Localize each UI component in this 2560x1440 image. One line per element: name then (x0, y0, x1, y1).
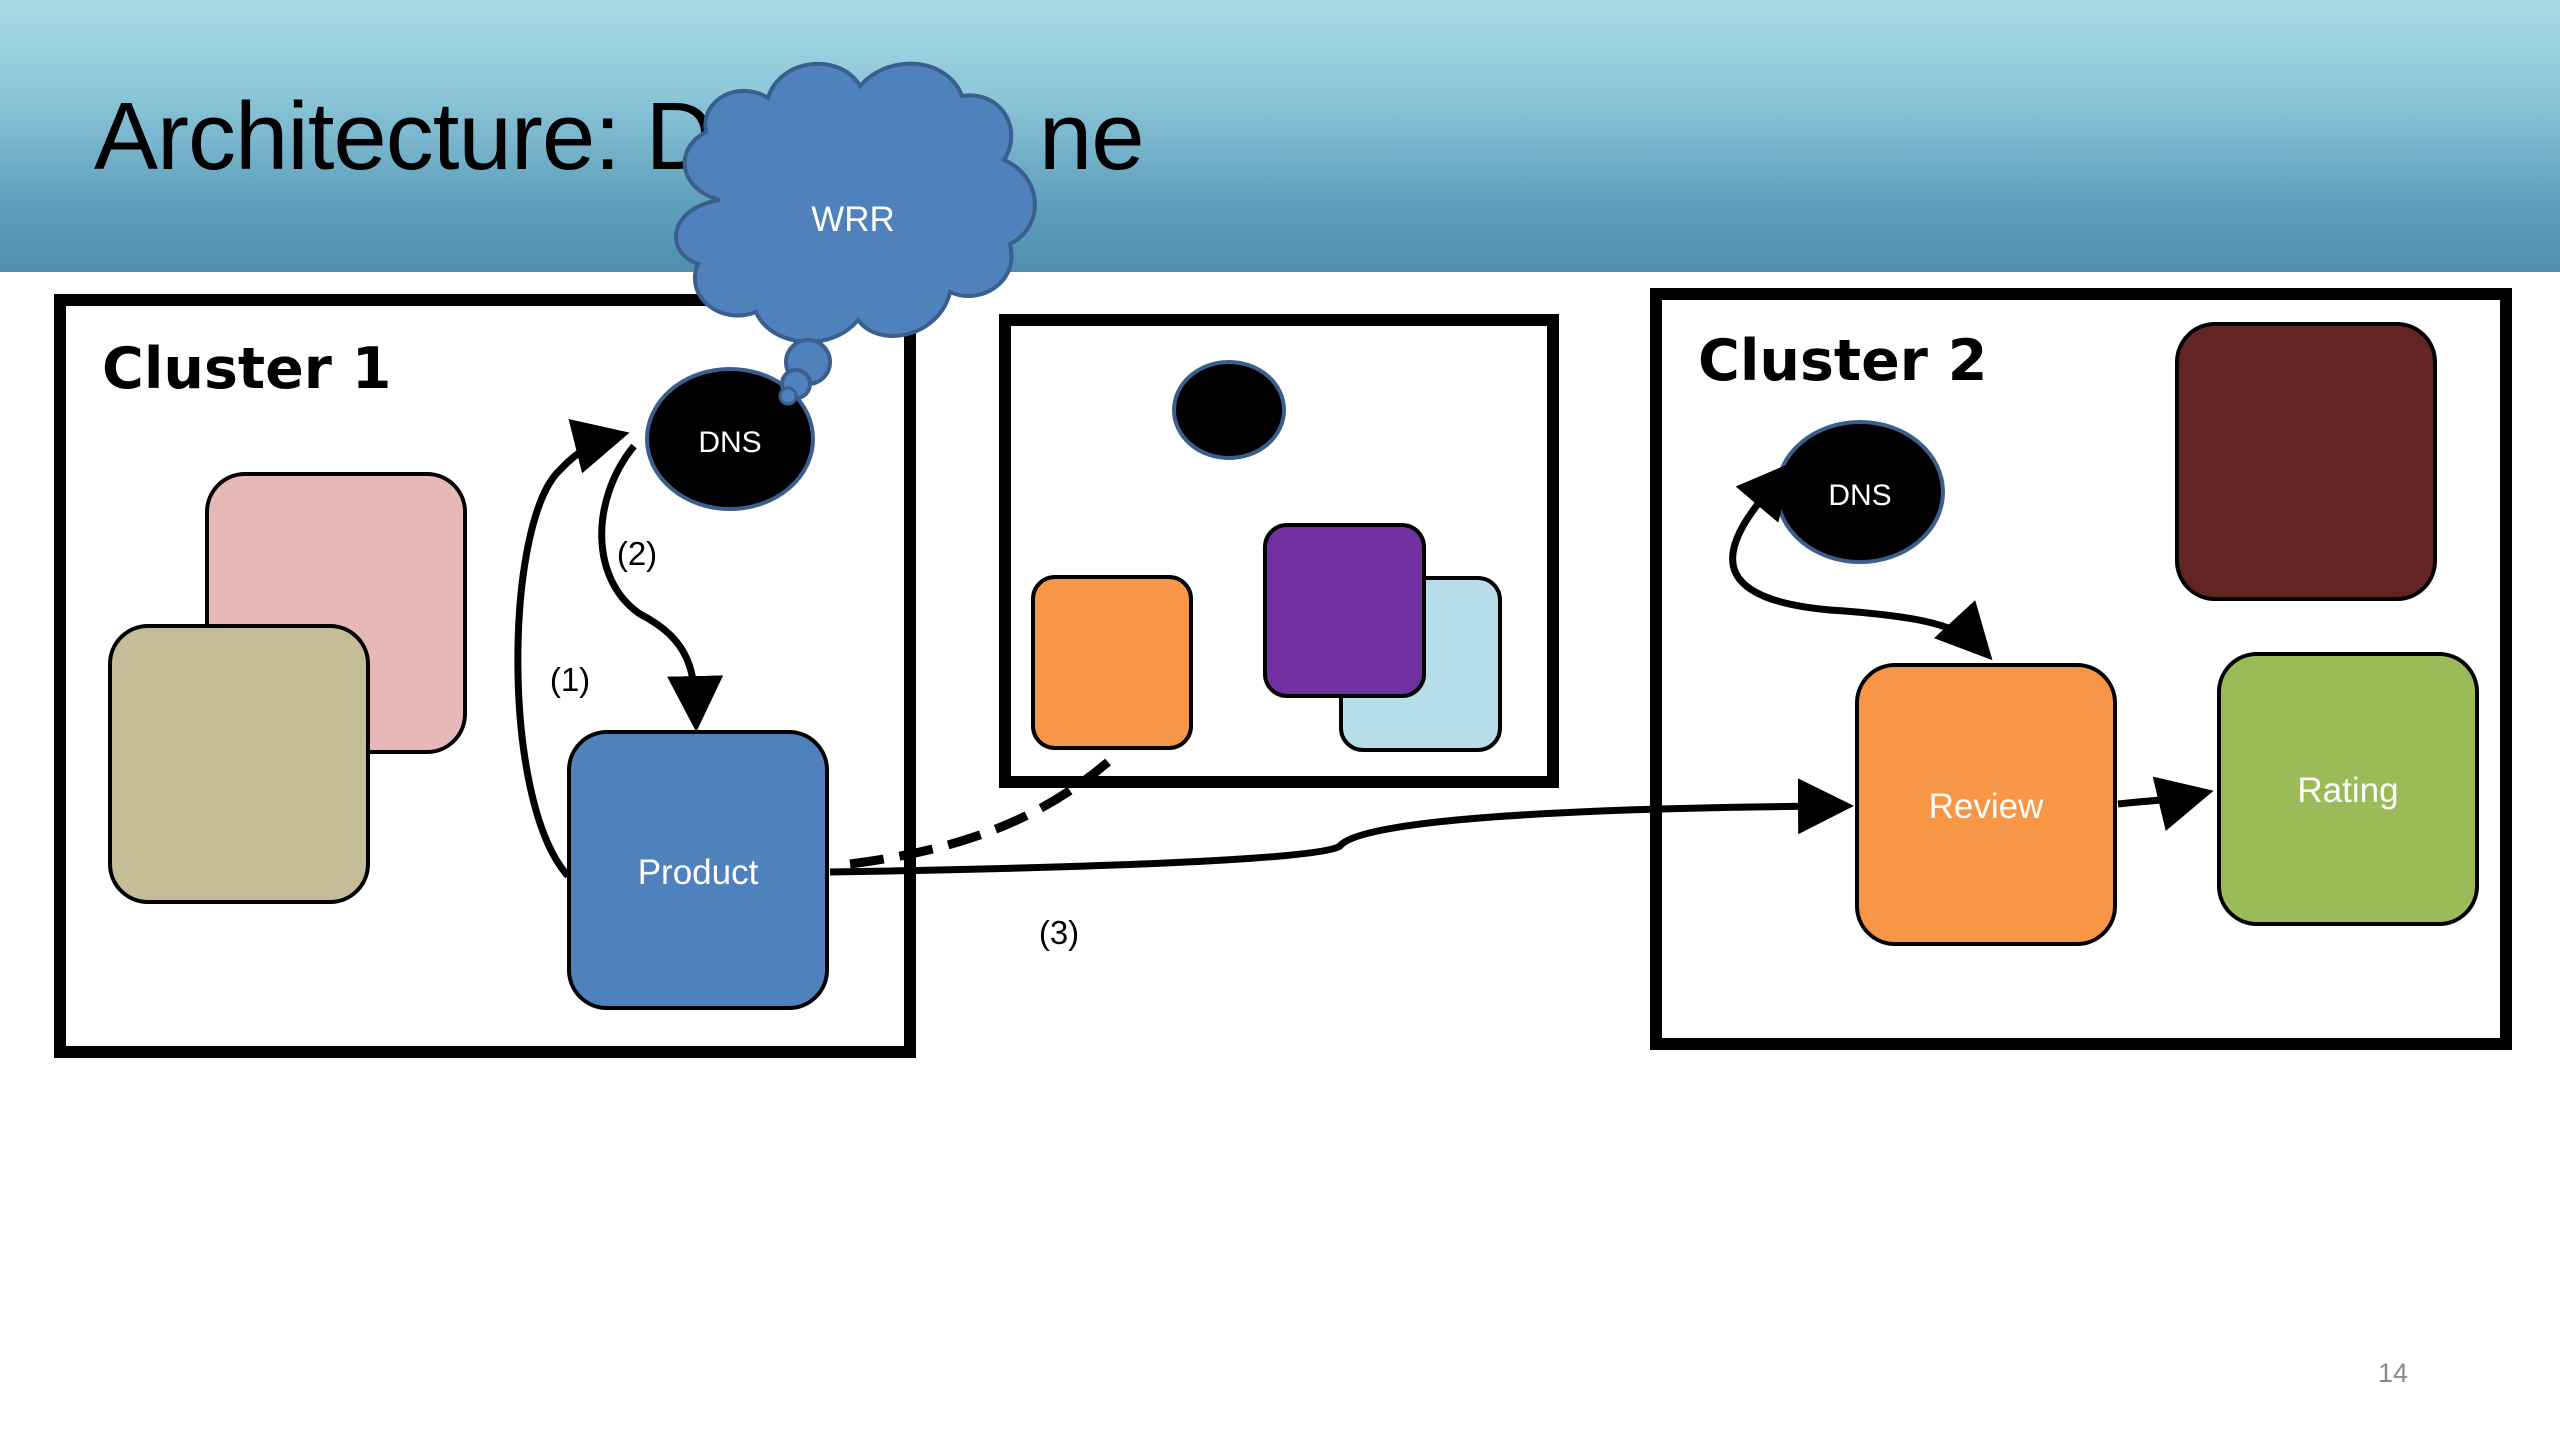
review-service: Review (1855, 663, 2117, 946)
arrow-product-to-review (829, 778, 1854, 876)
wrr-cloud: WRR (674, 61, 1037, 406)
dns-1: DNS (645, 367, 815, 511)
step-2-label: (2) (617, 535, 657, 572)
slide-number: 14 (2378, 1358, 2409, 1388)
step-3-label: (3) (1039, 914, 1079, 951)
arrow-dns2-review (1729, 461, 1993, 661)
rating-service: Rating (2217, 652, 2479, 926)
dns-2-label: DNS (1828, 479, 1891, 512)
slide-title-text: Architecture: D (94, 83, 715, 190)
slide-title-tail: ne (1038, 83, 1145, 190)
khaki-service (108, 624, 370, 904)
orange-service (1031, 575, 1193, 750)
purple-service (1263, 523, 1426, 698)
dns-2: DNS (1775, 420, 1945, 564)
cluster-1-label: Cluster 1 (102, 336, 391, 402)
product-label: Product (638, 853, 759, 892)
header-band (0, 0, 2560, 272)
arrow-review-to-rating (2117, 776, 2214, 832)
cluster-1: Cluster 1 (54, 294, 916, 1058)
step-1-label: (1) (550, 661, 590, 698)
cluster-2-label: Cluster 2 (1698, 328, 1987, 394)
arrow-step-2 (598, 443, 724, 732)
rating-label: Rating (2297, 771, 2398, 810)
review-label: Review (1929, 787, 2044, 826)
dns-1-label: DNS (698, 426, 761, 459)
maroon-service (2175, 322, 2437, 601)
middle-cluster (999, 314, 1559, 788)
middle-dns-node (1172, 360, 1286, 460)
product-service: Product (567, 730, 829, 1010)
arrow-step-1 (514, 419, 630, 879)
cluster-2: Cluster 2 (1650, 288, 2512, 1050)
wrr-label: WRR (811, 200, 895, 239)
slide-title: Architecture: D ne (94, 82, 1145, 192)
